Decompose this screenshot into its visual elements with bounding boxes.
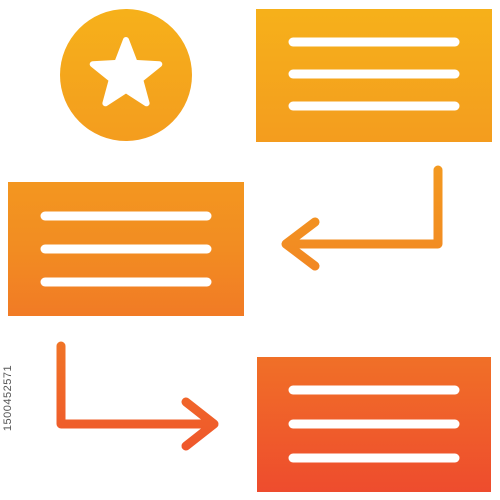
arrow-left-return-icon — [281, 165, 443, 271]
star-badge-icon — [60, 9, 192, 141]
document-card-middle-icon — [8, 182, 244, 316]
document-card-bottom-icon — [257, 357, 491, 492]
arrow-down-right-icon — [56, 341, 219, 451]
document-card-top-icon — [256, 9, 492, 142]
star-icon — [89, 37, 163, 107]
